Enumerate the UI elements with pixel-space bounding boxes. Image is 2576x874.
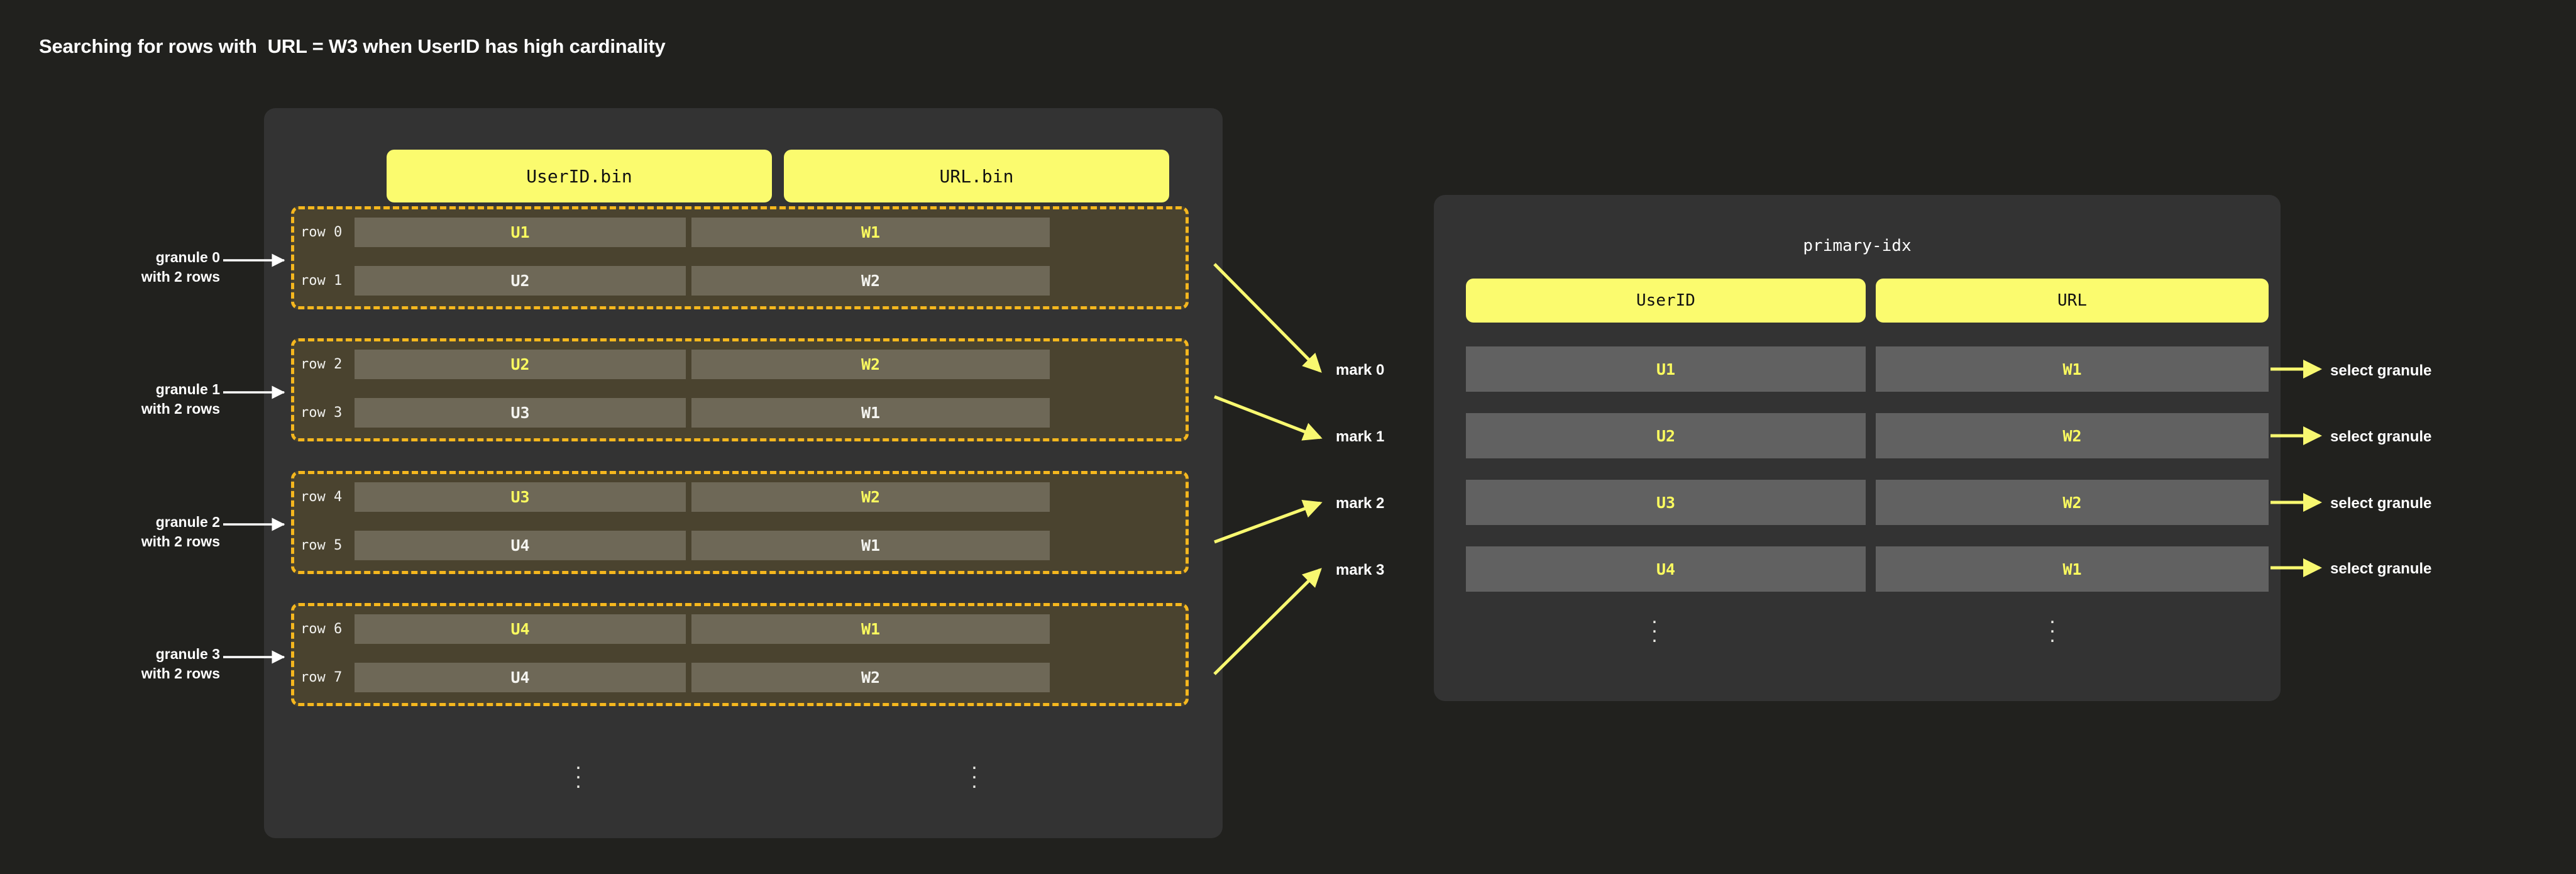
- granule-caption-3: granule 3 with 2 rows: [13, 644, 220, 683]
- index-row[interactable]: U2 W2: [1466, 413, 2269, 458]
- data-row: row 6 U4 W1: [294, 614, 1186, 644]
- ellipsis-dot: .: [575, 760, 581, 783]
- index-cell-userid: U2: [1466, 413, 1866, 458]
- data-row: row 7 U4 W2: [294, 663, 1186, 692]
- row-label: row 1: [300, 273, 343, 289]
- ellipsis-dot: .: [2049, 604, 2056, 628]
- ellipsis-dot: .: [2049, 623, 2056, 647]
- index-cell-url: W1: [1876, 346, 2269, 392]
- granule-box-1[interactable]: row 2 U2 W2 row 3 U3 W1: [291, 338, 1189, 441]
- row-label: row 3: [300, 405, 343, 421]
- data-row: row 4 U3 W2: [294, 482, 1186, 512]
- granule-caption-2: granule 2 with 2 rows: [13, 512, 220, 551]
- cell-userid: U2: [355, 350, 686, 379]
- cell-userid: U3: [355, 398, 686, 428]
- cell-url: W2: [691, 482, 1050, 512]
- index-row[interactable]: U3 W2: [1466, 480, 2269, 525]
- ellipsis-dot: .: [1651, 614, 1658, 638]
- mark-label-2: mark 2: [1336, 495, 1385, 512]
- ellipsis-index-url: . . .: [2043, 604, 2062, 647]
- ellipsis-url-bin: . . .: [965, 750, 984, 793]
- data-row: row 3 U3 W1: [294, 398, 1186, 428]
- cell-userid: U4: [355, 663, 686, 692]
- select-granule-label-2: select granule: [2330, 495, 2432, 512]
- granule-box-2[interactable]: row 4 U3 W2 row 5 U4 W1: [291, 471, 1189, 574]
- cell-url: W2: [691, 663, 1050, 692]
- index-cell-userid: U4: [1466, 546, 1866, 592]
- cell-userid: U1: [355, 218, 686, 247]
- index-row[interactable]: U4 W1: [1466, 546, 2269, 592]
- data-row: row 2 U2 W2: [294, 350, 1186, 379]
- cell-userid: U3: [355, 482, 686, 512]
- ellipsis-dot: .: [1651, 604, 1658, 628]
- data-row: row 1 U2 W2: [294, 266, 1186, 296]
- cell-userid: U4: [355, 531, 686, 560]
- granule-caption-line1: granule 3: [155, 646, 220, 662]
- ellipsis-dot: .: [971, 750, 977, 774]
- column-header-userid-bin: UserID.bin: [387, 150, 772, 202]
- data-row: row 5 U4 W1: [294, 531, 1186, 560]
- index-column-header-url: URL: [1876, 279, 2269, 323]
- cell-url: W1: [691, 218, 1050, 247]
- mark-label-3: mark 3: [1336, 561, 1385, 578]
- granule-caption-1: granule 1 with 2 rows: [13, 380, 220, 419]
- index-row[interactable]: U1 W1: [1466, 346, 2269, 392]
- select-granule-label-3: select granule: [2330, 560, 2432, 577]
- row-label: row 0: [300, 224, 343, 240]
- ellipsis-userid-bin: . . .: [569, 750, 588, 793]
- granule-to-mark-arrows: [1213, 263, 1323, 675]
- row-label: row 6: [300, 621, 343, 637]
- ellipsis-dot: .: [2049, 614, 2056, 638]
- select-granule-label-1: select granule: [2330, 428, 2432, 445]
- ellipsis-dot: .: [971, 769, 977, 793]
- primary-index-title: primary-idx: [1803, 236, 1912, 255]
- ellipsis-index-userid: . . .: [1645, 604, 1664, 647]
- row-label: row 5: [300, 538, 343, 553]
- cell-userid: U4: [355, 614, 686, 644]
- index-cell-userid: U3: [1466, 480, 1866, 525]
- cell-url: W1: [691, 398, 1050, 428]
- mark-label-0: mark 0: [1336, 362, 1385, 379]
- cell-url: W2: [691, 266, 1050, 296]
- index-column-header-userid: UserID: [1466, 279, 1866, 323]
- granule-caption-line2: with 2 rows: [141, 665, 220, 682]
- granule-box-0[interactable]: row 0 U1 W1 row 1 U2 W2: [291, 206, 1189, 309]
- row-label: row 4: [300, 489, 343, 505]
- index-cell-url: W2: [1876, 413, 2269, 458]
- granule-caption-line2: with 2 rows: [141, 400, 220, 417]
- row-label: row 2: [300, 357, 343, 372]
- page-title: Searching for rows with URL = W3 when Us…: [39, 35, 666, 57]
- index-cell-url: W1: [1876, 546, 2269, 592]
- granule-caption-line2: with 2 rows: [141, 533, 220, 550]
- cell-url: W2: [691, 350, 1050, 379]
- cell-url: W1: [691, 614, 1050, 644]
- ellipsis-dot: .: [1651, 623, 1658, 647]
- select-granule-label-0: select granule: [2330, 362, 2432, 379]
- ellipsis-dot: .: [575, 750, 581, 774]
- ellipsis-dot: .: [971, 760, 977, 783]
- granule-box-3[interactable]: row 6 U4 W1 row 7 U4 W2: [291, 603, 1189, 706]
- granule-caption-line1: granule 1: [155, 381, 220, 397]
- cell-url: W1: [691, 531, 1050, 560]
- granule-caption-line1: granule 2: [155, 514, 220, 530]
- row-label: row 7: [300, 670, 343, 685]
- granule-caption-0: granule 0 with 2 rows: [13, 248, 220, 287]
- granule-caption-line1: granule 0: [155, 249, 220, 265]
- index-cell-url: W2: [1876, 480, 2269, 525]
- index-cell-userid: U1: [1466, 346, 1866, 392]
- column-header-url-bin: URL.bin: [784, 150, 1169, 202]
- data-row: row 0 U1 W1: [294, 218, 1186, 247]
- cell-userid: U2: [355, 266, 686, 296]
- ellipsis-dot: .: [575, 769, 581, 793]
- mark-label-1: mark 1: [1336, 428, 1385, 445]
- granule-caption-line2: with 2 rows: [141, 268, 220, 285]
